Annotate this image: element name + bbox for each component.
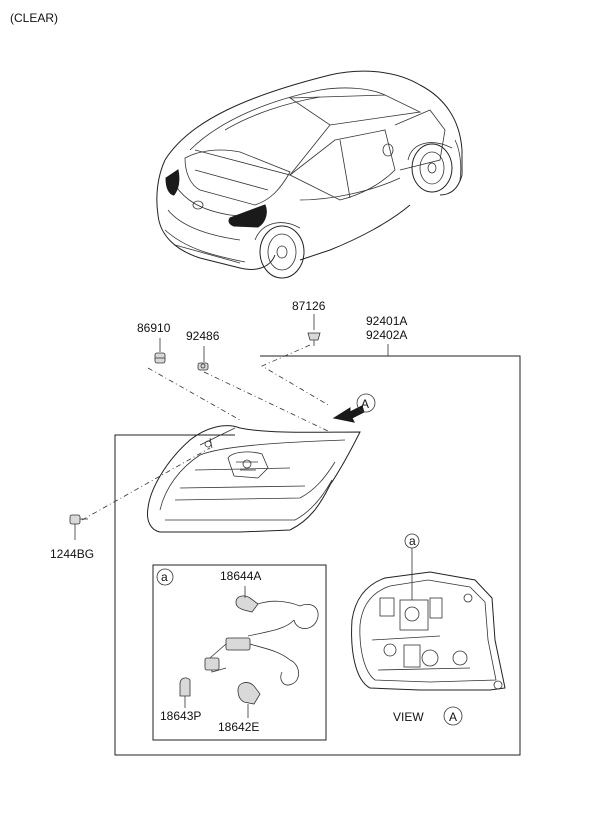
part-label-87126: 87126 xyxy=(292,299,326,313)
part-label-18642E: 18642E xyxy=(218,720,259,734)
part-label-1244BG: 1244BG xyxy=(50,547,94,561)
part-label-86910: 86910 xyxy=(137,321,171,335)
bulb-18642E-icon xyxy=(237,682,261,718)
part-label-18644A: 18644A xyxy=(220,569,261,583)
view-marker-letter: A xyxy=(361,397,369,411)
view-arrow: A xyxy=(332,393,376,423)
grommet-92486-icon xyxy=(197,362,209,371)
part-label-92402A: 92402A xyxy=(366,328,407,342)
clip-87126-icon xyxy=(307,332,321,346)
nut-86910-icon xyxy=(154,352,166,364)
part-label-18643P: 18643P xyxy=(160,709,201,723)
view-a-lamp-rear xyxy=(351,533,506,691)
view-a-caption-letter: A xyxy=(449,710,457,724)
bulb-18643P-icon xyxy=(179,677,191,708)
view-a-caption: VIEW xyxy=(393,710,424,724)
assembly-frame xyxy=(114,355,521,756)
detail-marker-letter: a xyxy=(161,570,168,584)
screw-1244BG-icon xyxy=(69,514,88,525)
part-label-92486: 92486 xyxy=(186,329,220,343)
bulb-18644A-icon xyxy=(235,586,259,613)
variant-label: (CLEAR) xyxy=(10,11,58,25)
view-a-detail-marker: a xyxy=(409,534,416,548)
bulb-detail-box xyxy=(152,564,327,741)
part-label-92401A: 92401A xyxy=(366,314,407,328)
tail-lamp-assembly xyxy=(147,425,361,533)
socket-harness-icon xyxy=(204,600,319,686)
car-illustration xyxy=(156,70,463,279)
